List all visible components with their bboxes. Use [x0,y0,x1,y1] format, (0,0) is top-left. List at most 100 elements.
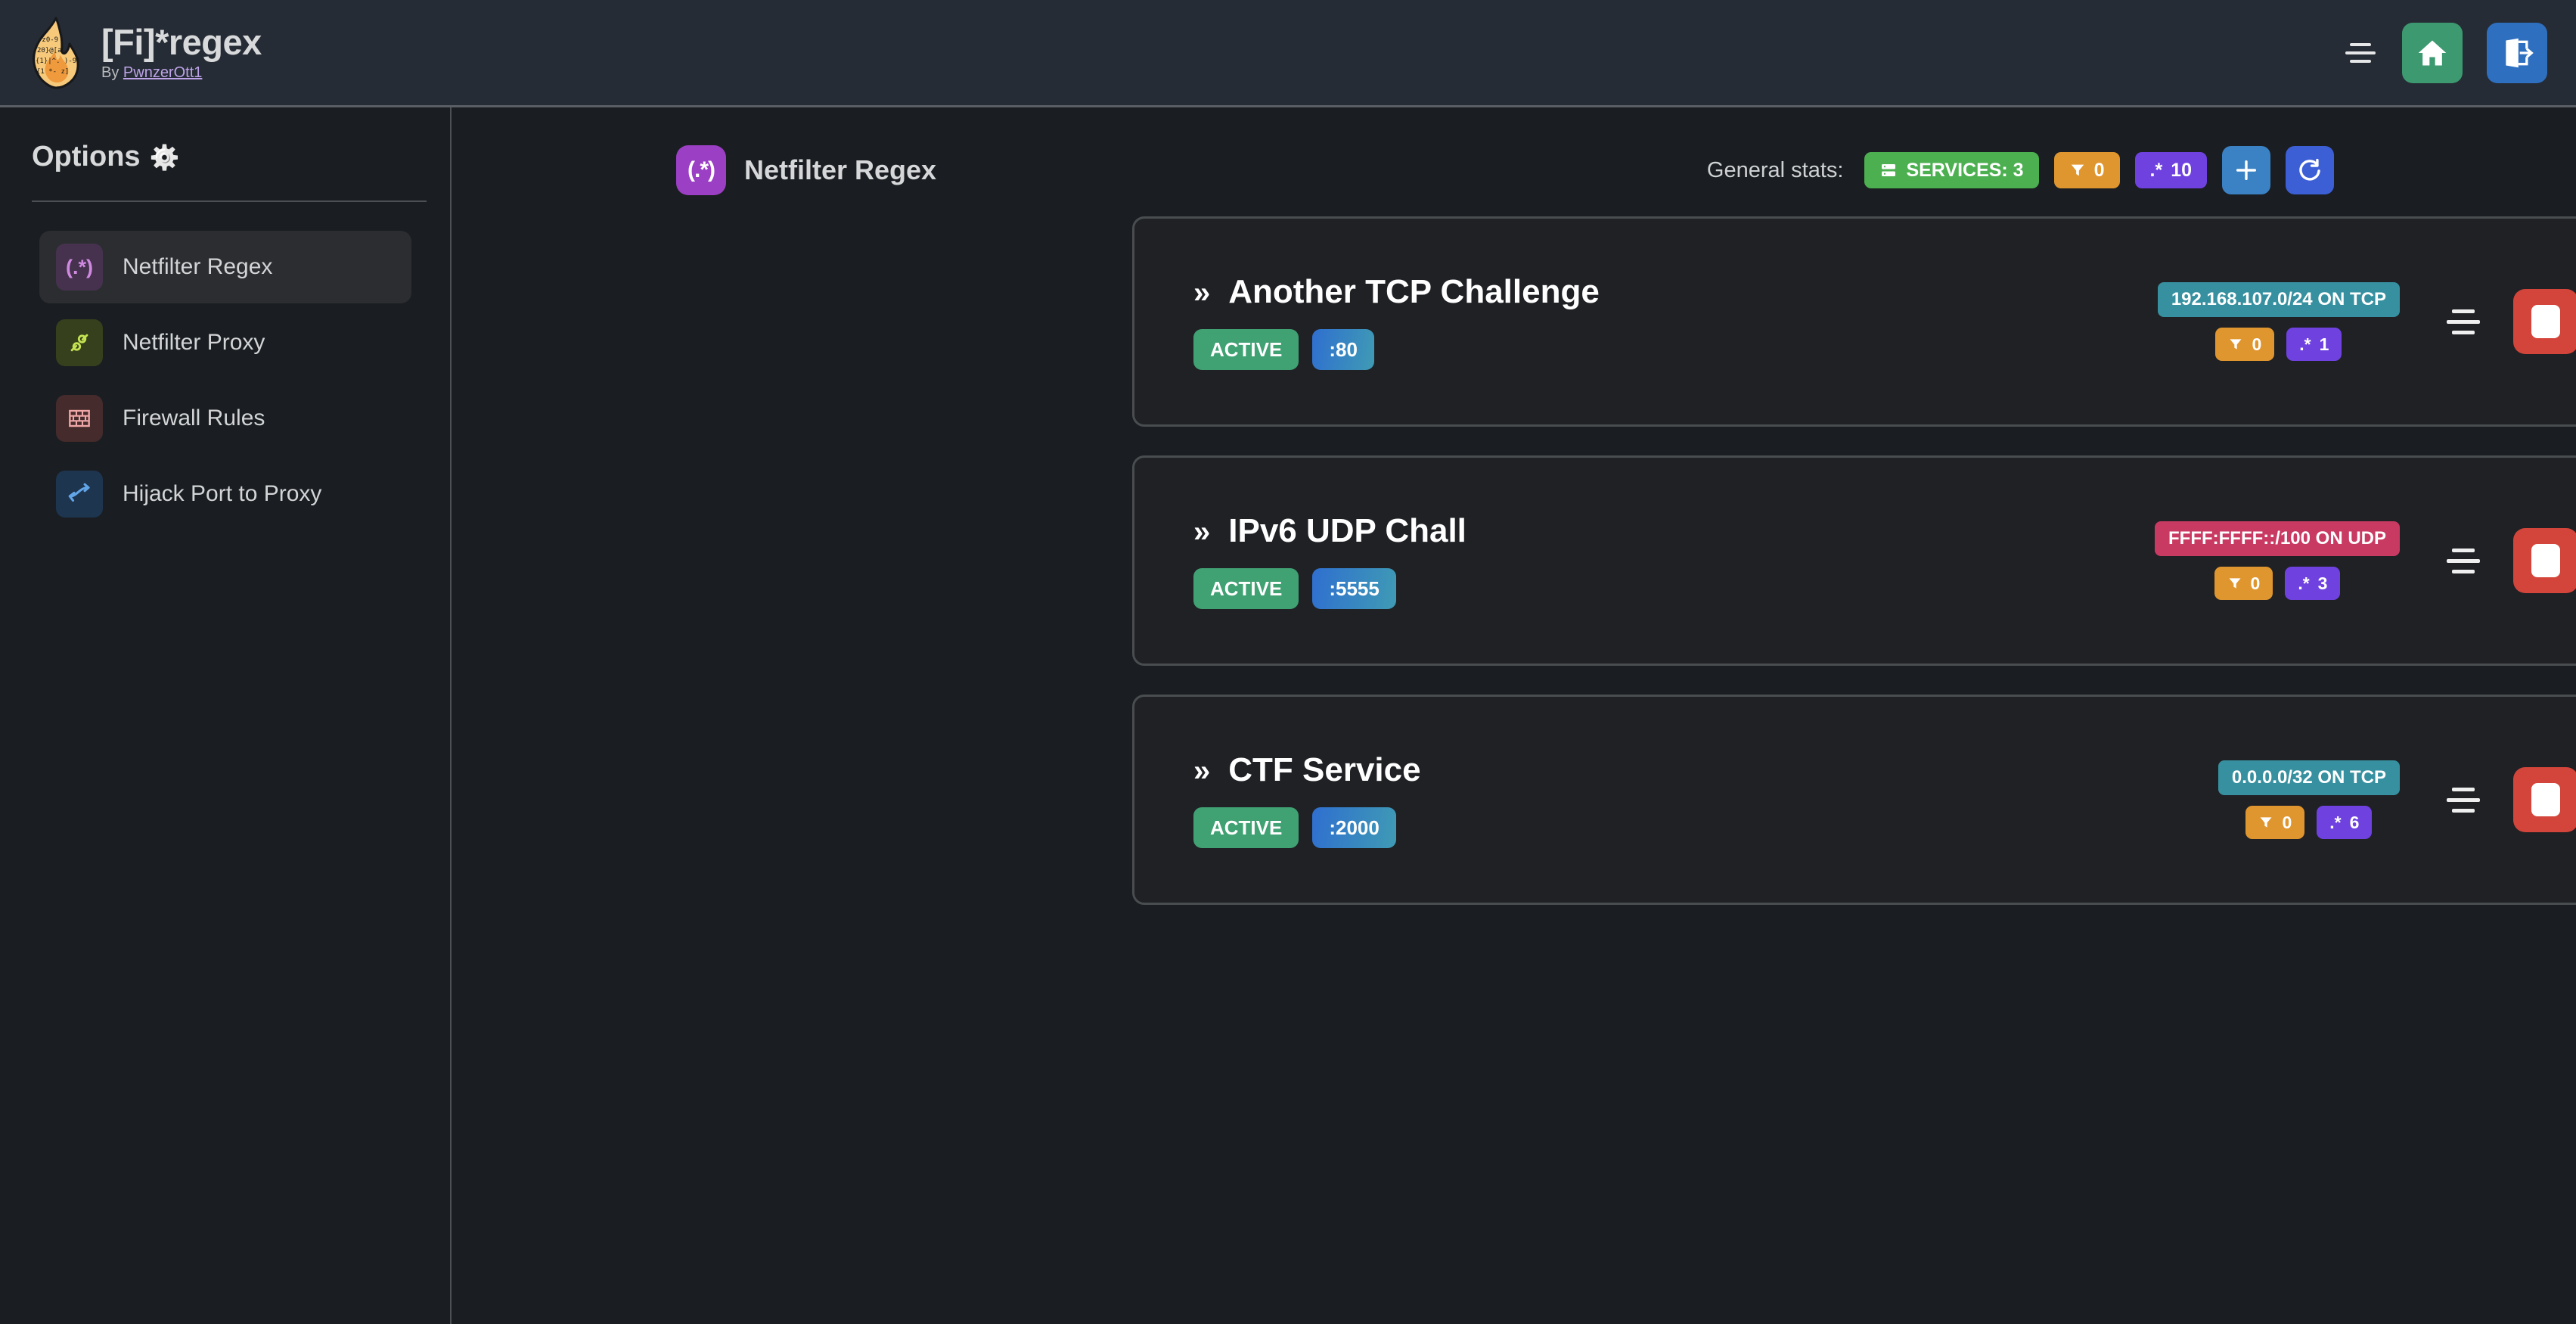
author-link[interactable]: PwnzerOtt1 [123,64,203,82]
app-title: [Fi]*regex [101,21,262,62]
sidebar-item-label: Netfilter Proxy [123,330,265,355]
service-title: » IPv6 UDP Chall [1193,512,1466,550]
status-badge: ACTIVE [1193,568,1299,609]
service-badges: ACTIVE :80 [1193,329,1600,370]
service-filter-count-value: 0 [2282,812,2292,832]
funnel-icon [2229,578,2241,589]
service-card[interactable]: » IPv6 UDP Chall ACTIVE :5555 FFFF:FFFF:… [1132,455,2576,666]
stat-services: SERVICES: 3 [1864,152,2039,188]
service-menu-icon[interactable] [2441,777,2486,822]
sidebar: Options ⚙️ (.*) Netfilter Regex Netfilte… [0,107,452,1324]
funnel-icon [2071,164,2084,176]
double-chevron-icon: » [1193,515,1211,549]
gear-icon: ⚙️ [149,143,180,171]
service-info: » Another TCP Challenge ACTIVE :80 [1134,273,1600,370]
sidebar-heading-label: Options [32,141,141,172]
by-prefix: By [101,64,123,82]
service-list: » Another TCP Challenge ACTIVE :80 192.1… [453,198,2576,905]
sidebar-nav: (.*) Netfilter Regex Netfilter Proxy Fir… [0,202,450,530]
service-counts: 0 .* 6 [2245,806,2373,839]
service-counts: 0 .* 3 [2214,567,2341,600]
service-regex-count-value: 3 [2317,573,2328,593]
port-badge: :5555 [1312,568,1396,609]
service-controls: 0.0.0.0/32 ON TCP 0 .* 6 [2218,760,2576,839]
general-stats: General stats: SERVICES: 3 0 .* 10 [1707,146,2576,194]
service-card[interactable]: » Another TCP Challenge ACTIVE :80 192.1… [1132,216,2576,427]
stat-regexes: .* 10 [2134,152,2207,188]
network-info: FFFF:FFFF::/100 ON UDP 0 .* 3 [2155,521,2400,600]
status-badge: ACTIVE [1193,807,1299,848]
app-author-line: By PwnzerOtt1 [101,64,262,82]
service-filter-count: 0 [2215,328,2275,361]
service-badges: ACTIVE :5555 [1193,568,1466,609]
stop-icon [2531,544,2560,577]
service-controls: FFFF:FFFF::/100 ON UDP 0 .* 3 [2155,521,2576,600]
service-regex-count-value: 6 [2349,812,2360,832]
sidebar-item-label: Netfilter Regex [123,254,273,279]
sidebar-item-label: Hijack Port to Proxy [123,481,322,506]
add-service-button[interactable] [2222,146,2270,194]
service-filter-count: 0 [2214,567,2273,600]
plus-icon [2236,160,2257,181]
route-fork-icon [56,471,103,517]
service-counts: 0 .* 1 [2215,328,2342,361]
sidebar-item-netfilter-proxy[interactable]: Netfilter Proxy [39,306,411,379]
stat-services-label: SERVICES: 3 [1906,159,2024,181]
stat-regexes-count: 10 [2171,159,2192,181]
sidebar-item-firewall-rules[interactable]: Firewall Rules [39,382,411,455]
flame-regex-logo-icon: -z0-9 20}@[a {1}|^. )-9] {1 *- z] [26,17,82,89]
stop-service-button[interactable] [2513,289,2576,354]
port-badge: :2000 [1312,807,1396,848]
service-regex-count: .* 1 [2286,328,2342,361]
service-filter-count-value: 0 [2250,573,2261,593]
service-name: Another TCP Challenge [1228,273,1600,310]
funnel-icon [2260,817,2272,828]
stop-service-button[interactable] [2513,767,2576,832]
svg-text:20}@[a: 20}@[a [37,47,62,54]
service-menu-icon[interactable] [2441,538,2486,583]
page-title: Netfilter Regex [744,154,937,185]
brand: -z0-9 20}@[a {1}|^. )-9] {1 *- z] [Fi]*r… [0,17,262,89]
refresh-button[interactable] [2286,146,2334,194]
server-icon [1882,164,1896,176]
home-button[interactable] [2402,22,2463,83]
sidebar-item-netfilter-regex[interactable]: (.*) Netfilter Regex [39,231,411,303]
service-title: » Another TCP Challenge [1193,273,1600,311]
regex-glyph-icon: .* [2149,159,2163,181]
service-regex-count-value: 1 [2319,334,2329,354]
stop-icon [2531,783,2560,816]
sidebar-item-label: Firewall Rules [123,406,265,430]
service-badges: ACTIVE :2000 [1193,807,1421,848]
service-filter-count-value: 0 [2252,334,2262,354]
service-menu-icon[interactable] [2441,299,2486,344]
status-badge: ACTIVE [1193,329,1299,370]
service-title: » CTF Service [1193,751,1421,789]
general-stats-label: General stats: [1706,157,1844,182]
network-badge: 192.168.107.0/24 ON TCP [2157,282,2400,317]
regex-glyph-icon: .* [2298,573,2310,593]
service-info: » IPv6 UDP Chall ACTIVE :5555 [1134,512,1466,609]
port-badge: :80 [1312,329,1374,370]
double-chevron-icon: » [1193,276,1211,309]
service-info: » CTF Service ACTIVE :2000 [1134,751,1421,848]
page-header: (.*) Netfilter Regex General stats: SERV… [453,107,2576,198]
regex-glyph-icon: .* [2329,812,2342,832]
sidebar-item-hijack-port-to-proxy[interactable]: Hijack Port to Proxy [39,458,411,530]
sidebar-divider [32,200,427,202]
funnel-icon [2230,339,2242,350]
service-card[interactable]: » CTF Service ACTIVE :2000 0.0.0.0/32 ON… [1132,695,2576,905]
proxy-icon [56,319,103,366]
stop-icon [2531,305,2560,338]
svg-text:{1 *- z]: {1 *- z] [36,68,69,76]
logout-button[interactable] [2487,22,2547,83]
stop-service-button[interactable] [2513,528,2576,593]
service-regex-count: .* 6 [2317,806,2373,839]
menu-lines-icon[interactable] [2343,38,2378,68]
header-actions [2343,22,2576,83]
service-name: CTF Service [1228,751,1421,788]
service-controls: 192.168.107.0/24 ON TCP 0 .* 1 [2157,282,2576,361]
brick-wall-icon [56,395,103,442]
stat-filters: 0 [2053,152,2120,188]
svg-text:{1}|^. )-9]: {1}|^. )-9] [36,57,81,65]
regex-icon: (.*) [56,244,103,291]
